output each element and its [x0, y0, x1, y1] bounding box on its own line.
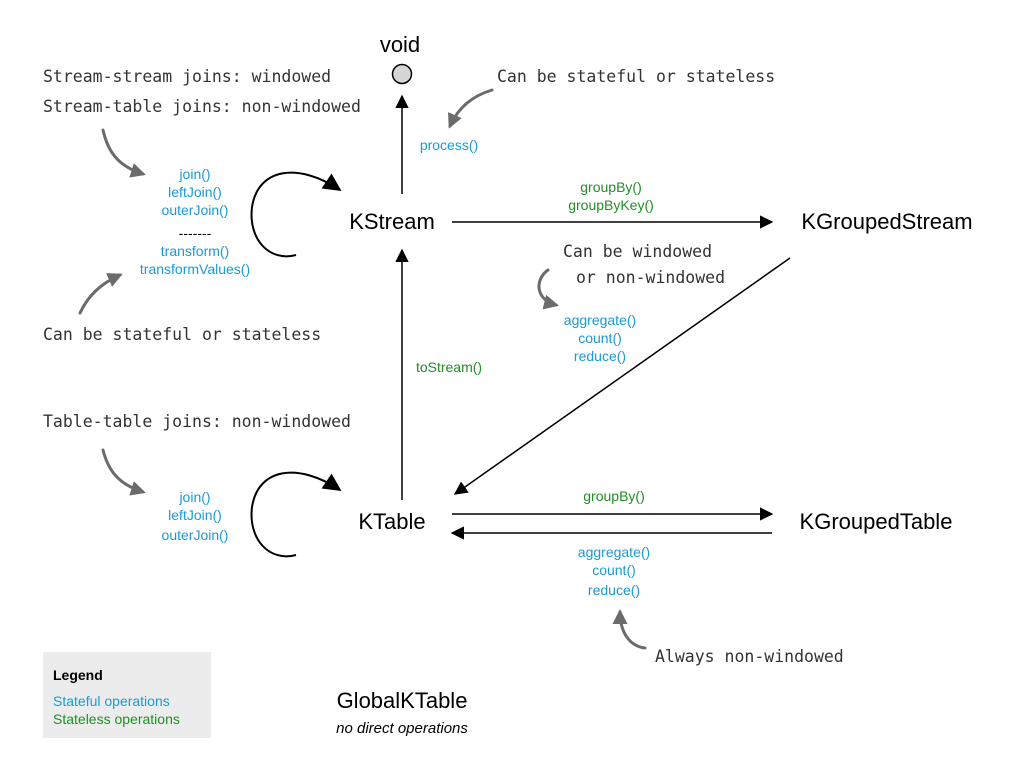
- ann-arrow-process: [448, 88, 494, 129]
- note-stream-table-joins: Stream-table joins: non-windowed: [43, 97, 361, 116]
- note-process-stateful: Can be stateful or stateless: [497, 67, 775, 86]
- note-table-joins: Table-table joins: non-windowed: [43, 412, 351, 431]
- op-table-leftjoin: leftJoin(): [168, 507, 222, 523]
- op-table-outerjoin: outerJoin(): [162, 527, 229, 543]
- op-table-groupby: groupBy(): [583, 488, 644, 504]
- legend-stateful: Stateful operations: [53, 693, 170, 709]
- ann-arrow-stream-joins: [101, 128, 146, 178]
- op-process: process(): [420, 137, 478, 153]
- ann-arrow-table-joins: [101, 448, 146, 496]
- ann-arrow-windowed: [537, 268, 559, 310]
- void-circle: [391, 63, 413, 85]
- note-stream-stream-joins: Stream-stream joins: windowed: [43, 67, 331, 86]
- op-transformvalues: transformValues(): [140, 261, 250, 277]
- ann-arrow-transform: [78, 273, 123, 315]
- legend: Legend Stateful operations Stateless ope…: [43, 652, 211, 738]
- node-kgroupedstream: KGroupedStream: [801, 209, 972, 234]
- op-table-count: count(): [592, 562, 636, 578]
- op-reduce: reduce(): [574, 348, 626, 364]
- node-void: void: [380, 32, 420, 57]
- op-groupby: groupBy(): [580, 179, 641, 195]
- legend-stateless: Stateless operations: [53, 711, 180, 727]
- node-globalktable: GlobalKTable: [337, 688, 468, 713]
- op-count: count(): [578, 330, 622, 346]
- loop-ktable-self: [250, 471, 342, 558]
- globalktable-subtitle: no direct operations: [336, 720, 468, 737]
- op-join: join(): [178, 166, 210, 182]
- legend-title: Legend: [53, 667, 103, 683]
- op-separator: -------: [179, 225, 212, 241]
- op-tostream: toStream(): [416, 359, 482, 375]
- ann-arrow-always: [612, 609, 647, 650]
- op-transform: transform(): [161, 243, 229, 259]
- node-ktable: KTable: [358, 509, 425, 534]
- node-kgroupedtable: KGroupedTable: [800, 509, 953, 534]
- legend-box: [43, 652, 211, 738]
- op-table-join: join(): [178, 489, 210, 505]
- op-outerjoin: outerJoin(): [162, 202, 229, 218]
- note-windowed-2: or non-windowed: [576, 268, 725, 287]
- edge-kgroupedstream-to-ktable: [453, 257, 791, 495]
- note-transform-stateful: Can be stateful or stateless: [43, 325, 321, 344]
- op-groupbykey: groupByKey(): [568, 197, 654, 213]
- loop-kstream-self: [250, 171, 342, 258]
- op-leftjoin: leftJoin(): [168, 184, 222, 200]
- op-aggregate: aggregate(): [564, 312, 636, 328]
- op-table-reduce: reduce(): [588, 582, 640, 598]
- note-always-nonwindowed: Always non-windowed: [655, 647, 844, 666]
- note-windowed-1: Can be windowed: [563, 242, 712, 261]
- node-kstream: KStream: [349, 209, 435, 234]
- op-table-aggregate: aggregate(): [578, 544, 650, 560]
